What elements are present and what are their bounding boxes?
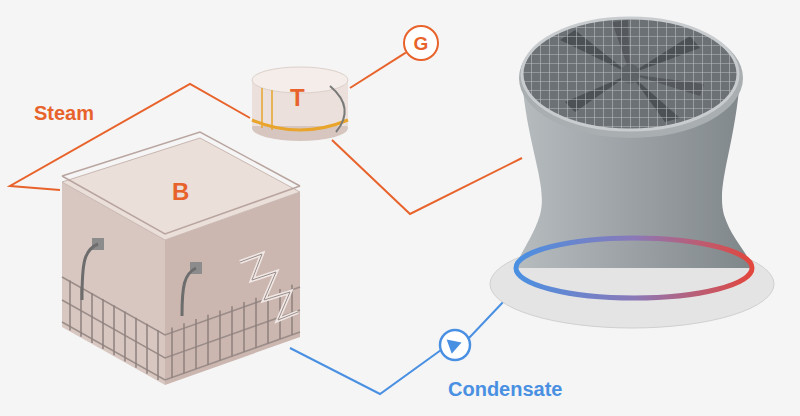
boiler-post <box>243 302 245 352</box>
flow-label: Steam <box>34 101 94 125</box>
boiler-building <box>62 132 300 385</box>
turbine-box: T <box>250 66 350 142</box>
boiler-post <box>195 319 197 369</box>
pump-symbol <box>440 330 470 360</box>
boiler-post <box>231 306 233 356</box>
boiler-post <box>171 328 173 378</box>
boiler-post <box>207 315 209 365</box>
condensate-pipe <box>469 300 505 338</box>
boiler-post <box>91 293 93 343</box>
node-letter: T <box>290 86 305 110</box>
flow-label: Condensate <box>448 377 562 401</box>
boiler-post <box>255 298 257 348</box>
steam-pipe <box>350 53 406 88</box>
cooling-tower <box>490 16 774 328</box>
generator-circle: G <box>403 25 439 61</box>
boiler-post <box>135 318 137 368</box>
boiler-band <box>62 322 300 380</box>
boiler-post <box>102 299 104 349</box>
steam-pipe <box>332 140 522 214</box>
node-letter: B <box>172 180 189 204</box>
node-letter: G <box>414 34 429 53</box>
boiler-post <box>219 310 221 360</box>
boiler-post <box>157 330 159 380</box>
steam-pipe <box>10 84 250 190</box>
boiler-post <box>69 281 71 331</box>
boiler-box: B <box>60 136 302 384</box>
boiler-post <box>113 305 115 355</box>
boiler-post <box>124 311 126 361</box>
condensate-pipe <box>290 348 441 394</box>
boiler-post <box>183 323 185 373</box>
boiler-post <box>146 324 148 374</box>
turbine-drum <box>252 67 348 141</box>
